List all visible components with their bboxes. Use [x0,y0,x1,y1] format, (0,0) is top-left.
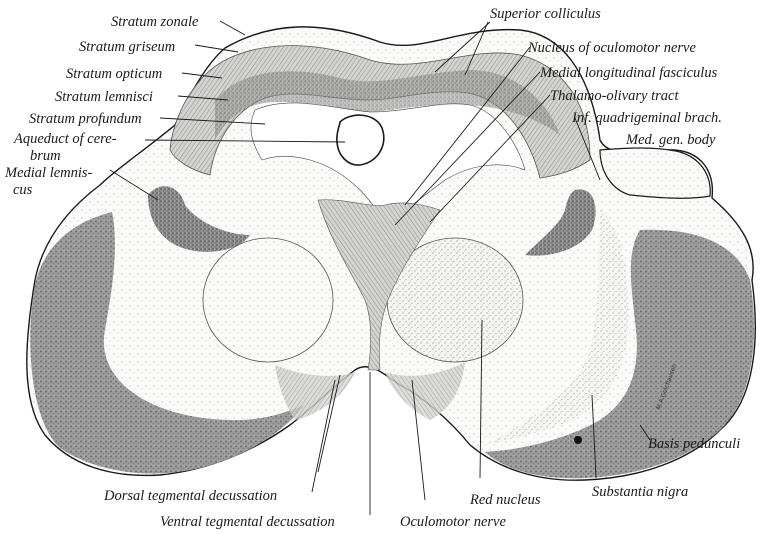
label-medial-longitudinal-fasciculus: Medial longitudinal fasciculus [539,65,718,81]
label-medial-lemniscus-line1: Medial lemnis- [4,165,93,181]
label-ventral-tegmental: Ventral tegmental decussation [160,514,335,530]
label-stratum-profundum: Stratum profundum [29,111,142,127]
label-stratum-lemnisci: Stratum lemnisci [55,89,153,105]
label-aqueduct-line2: brum [30,148,61,164]
label-thalamo-olivary: Thalamo-olivary tract [550,88,679,104]
label-medial-lemniscus-line2: cus [13,182,33,198]
label-med-gen-body: Med. gen. body [625,132,716,148]
label-nucleus-oculomotor: Nucleus of oculomotor nerve [527,40,696,56]
left-red-nucleus [203,238,333,362]
label-stratum-zonale: Stratum zonale [111,14,199,30]
substantia-nigra-dot [574,436,582,444]
label-red-nucleus: Red nucleus [469,492,541,508]
label-substantia-nigra: Substantia nigra [592,484,688,500]
label-dorsal-tegmental: Dorsal tegmental decussation [103,488,277,504]
label-superior-colliculus: Superior colliculus [490,6,601,22]
label-aqueduct-line1: Aqueduct of cere- [13,131,117,147]
label-stratum-griseum: Stratum griseum [79,39,175,55]
label-stratum-opticum: Stratum opticum [66,66,162,82]
label-basis-pedunculi: Basis pedunculi [648,436,740,452]
label-oculomotor-nerve: Oculomotor nerve [400,514,506,530]
label-inf-quadrigeminal: Inf. quadrigeminal brach. [571,110,722,126]
